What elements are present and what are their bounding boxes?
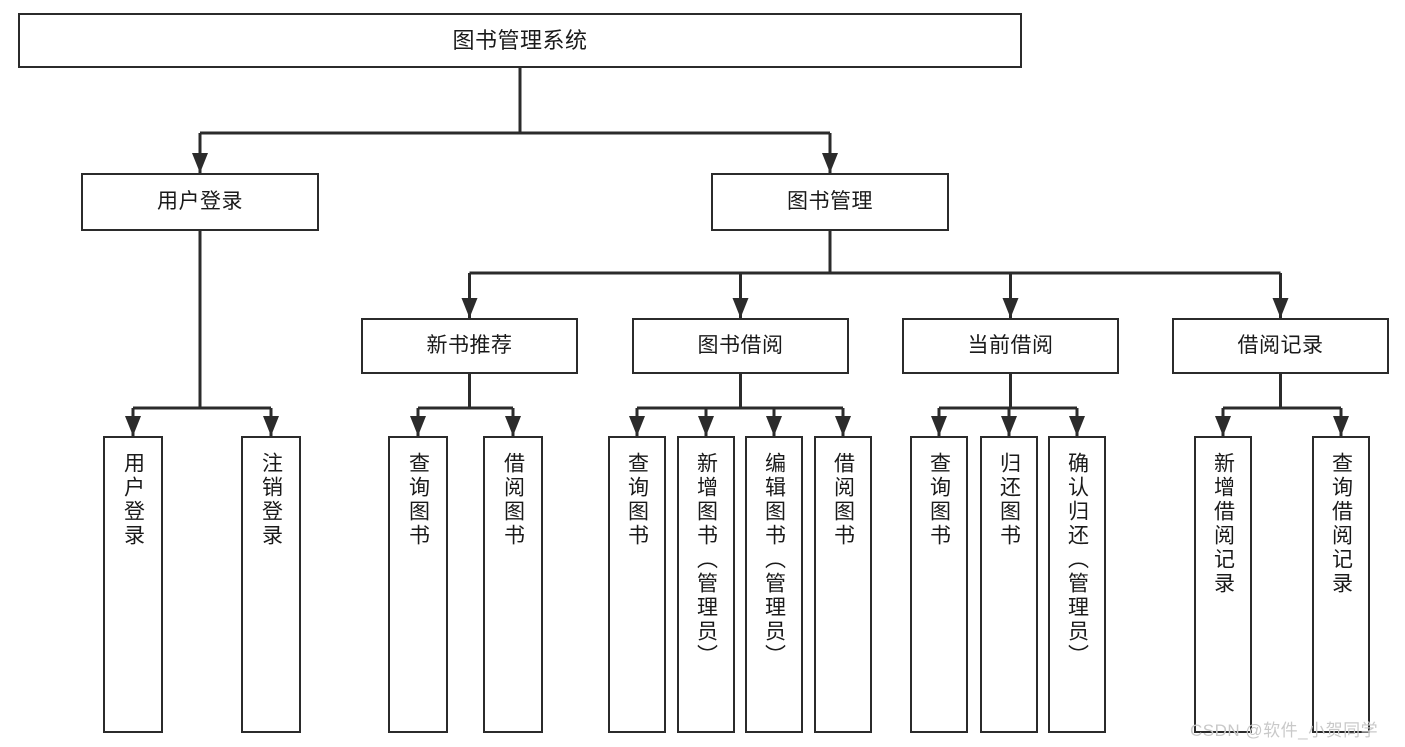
node-leaf-4[interactable]: 借阅图书	[483, 436, 543, 733]
arrowhead-icon	[1002, 298, 1019, 318]
arrowhead-icon	[1215, 416, 1231, 436]
node-label: 借阅图书	[831, 452, 855, 548]
node-label: 新书推荐	[426, 333, 513, 357]
arrowhead-icon	[698, 416, 714, 436]
arrowhead-icon	[192, 153, 208, 173]
csdn-watermark: CSDN @软件_小贺同学	[1190, 721, 1379, 740]
arrowhead-icon	[835, 416, 851, 436]
node-leaf-6[interactable]: 新增图书（管理员）	[677, 436, 735, 733]
node-leaf-10[interactable]: 归还图书	[980, 436, 1038, 733]
node-label: 图书借阅	[697, 333, 784, 357]
node-label: 借阅图书	[501, 452, 525, 548]
node-label: 查询图书	[625, 452, 649, 548]
arrowhead-icon	[629, 416, 645, 436]
arrowhead-icon	[1333, 416, 1349, 436]
node-label: 确认归还（管理员）	[1065, 452, 1089, 668]
node-label: 新增图书（管理员）	[694, 452, 718, 668]
node-leaf-5[interactable]: 查询图书	[608, 436, 666, 733]
node-label: 借阅记录	[1237, 333, 1324, 357]
node-leaf-2[interactable]: 注销登录	[241, 436, 301, 733]
arrowhead-icon	[1069, 416, 1085, 436]
node-label: 用户登录	[157, 189, 243, 213]
node-leaf-1[interactable]: 用户登录	[103, 436, 163, 733]
node-label: 图书管理	[787, 189, 873, 213]
node-newbook[interactable]: 新书推荐	[361, 318, 578, 374]
arrowhead-icon	[822, 153, 838, 173]
node-bookmgmt[interactable]: 图书管理	[711, 173, 949, 231]
arrowhead-icon	[505, 416, 521, 436]
node-label: 图书管理系统	[452, 27, 588, 53]
arrowhead-icon	[410, 416, 426, 436]
arrowhead-icon	[125, 416, 141, 436]
node-leaf-7[interactable]: 编辑图书（管理员）	[745, 436, 803, 733]
node-current[interactable]: 当前借阅	[902, 318, 1119, 374]
arrowhead-icon	[732, 298, 749, 318]
arrowhead-icon	[931, 416, 947, 436]
node-label: 查询图书	[927, 452, 951, 548]
node-label: 归还图书	[997, 452, 1021, 548]
arrowhead-icon	[766, 416, 782, 436]
node-label: 新增借阅记录	[1211, 452, 1235, 596]
node-leaf-12[interactable]: 新增借阅记录	[1194, 436, 1252, 733]
arrowhead-icon	[263, 416, 279, 436]
node-leaf-8[interactable]: 借阅图书	[814, 436, 872, 733]
node-leaf-13[interactable]: 查询借阅记录	[1312, 436, 1370, 733]
node-root[interactable]: 图书管理系统	[18, 13, 1022, 68]
node-leaf-9[interactable]: 查询图书	[910, 436, 968, 733]
node-label: 编辑图书（管理员）	[762, 452, 786, 668]
node-records[interactable]: 借阅记录	[1172, 318, 1389, 374]
node-label: 当前借阅	[967, 333, 1054, 357]
arrowhead-icon	[1001, 416, 1017, 436]
arrowhead-icon	[461, 298, 478, 318]
arrowhead-icon	[1272, 298, 1289, 318]
node-login[interactable]: 用户登录	[81, 173, 319, 231]
node-label: 注销登录	[259, 452, 283, 548]
node-leaf-3[interactable]: 查询图书	[388, 436, 448, 733]
node-borrow[interactable]: 图书借阅	[632, 318, 849, 374]
node-label: 查询图书	[406, 452, 430, 548]
node-label: 查询借阅记录	[1329, 452, 1353, 596]
node-label: 用户登录	[121, 452, 145, 548]
node-leaf-11[interactable]: 确认归还（管理员）	[1048, 436, 1106, 733]
